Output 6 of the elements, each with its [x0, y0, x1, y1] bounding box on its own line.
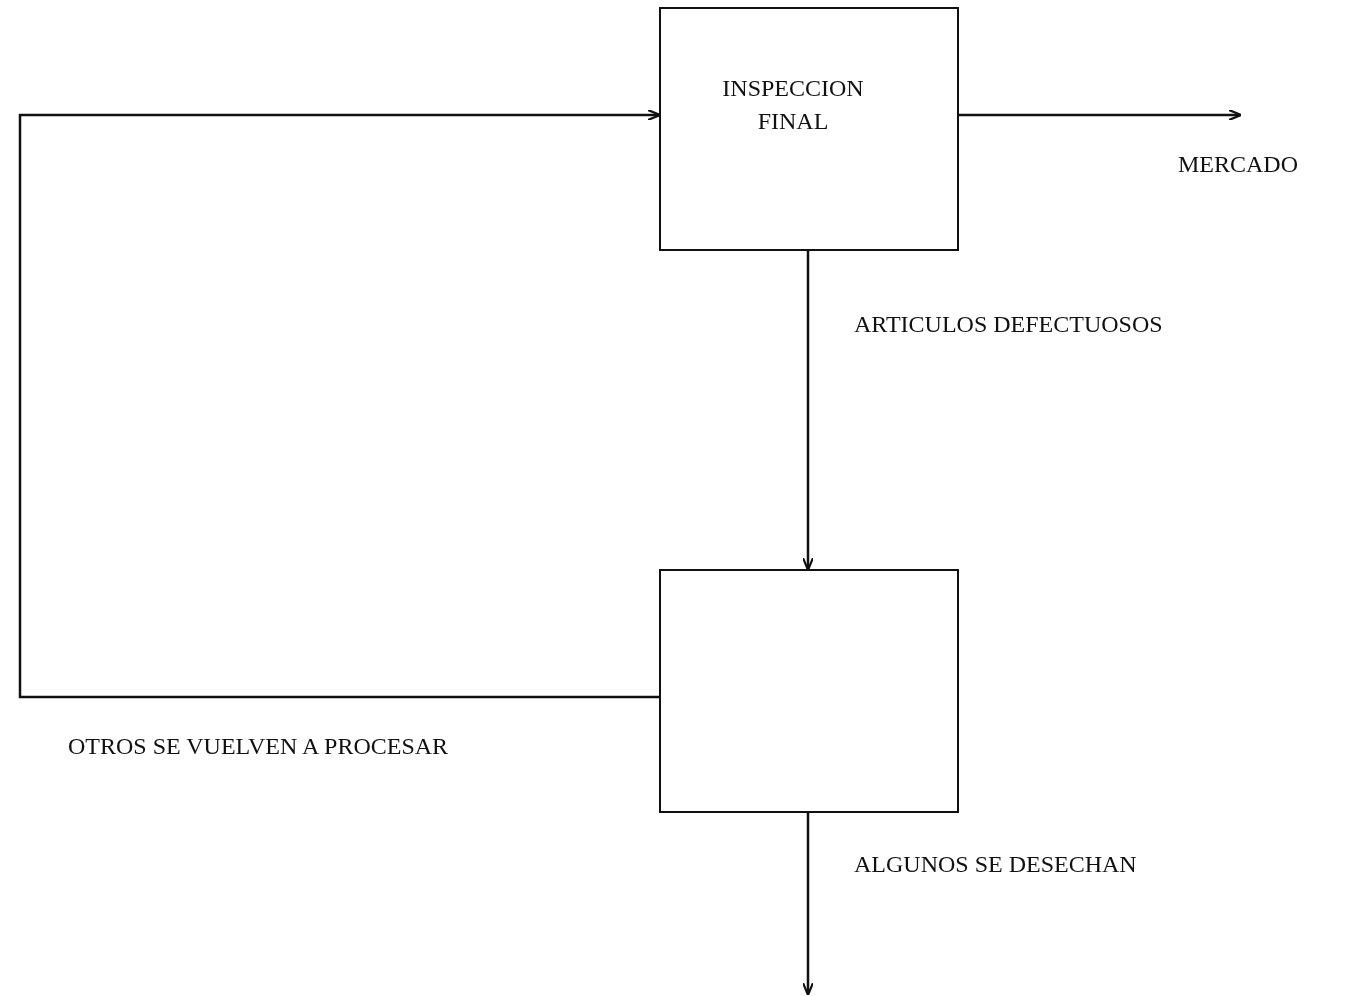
process-box: [659, 569, 959, 813]
box-label: INSPECCION FINAL: [721, 74, 865, 136]
arrow: [801, 251, 815, 572]
arrow: [801, 813, 815, 996]
arrow: [959, 108, 1243, 122]
process-box: [659, 7, 959, 251]
